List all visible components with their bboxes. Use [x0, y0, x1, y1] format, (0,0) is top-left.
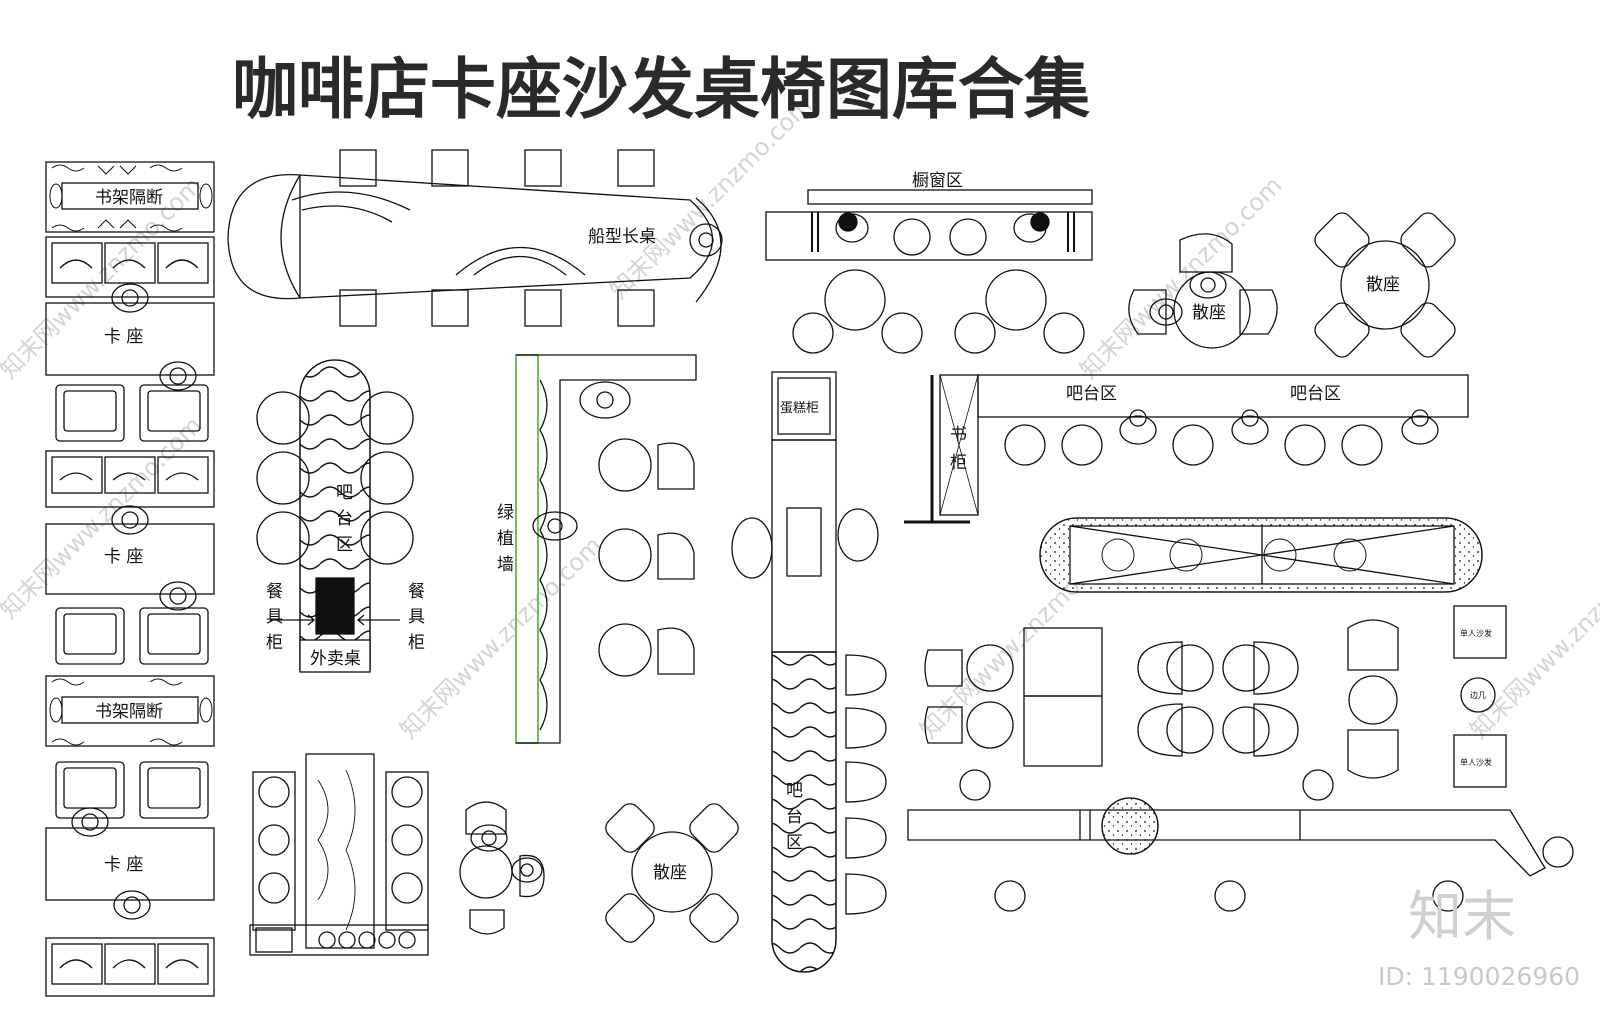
booth-label-2: 卡 座: [104, 547, 143, 567]
bar-center-label: 台: [786, 807, 803, 827]
center-bar: [731, 371, 887, 973]
top-bar-counter: [904, 374, 1469, 524]
planter-box: [1039, 517, 1483, 593]
round-table-duo: [459, 801, 545, 935]
watermark-text: 知末网www.znzmo.com: [0, 411, 207, 624]
green-wall-sofa: [515, 354, 697, 744]
booth-label-3: 卡 座: [104, 855, 143, 875]
takeout-table-label: 外卖桌: [310, 649, 361, 669]
single-sofa-label: 单人沙发: [1460, 757, 1492, 767]
green-wall-label: 植: [497, 529, 514, 549]
armchair-pair: [55, 761, 209, 819]
round-table: [598, 438, 652, 677]
booth-table: [45, 523, 215, 595]
bar-chair: [845, 654, 887, 915]
book-cabinet-label: 柜: [950, 453, 967, 473]
loose-seat-label-1: 散座: [1192, 303, 1226, 323]
sofa-cushions: [45, 937, 215, 997]
watermark-text: 知末网www.znzmo.com: [1074, 171, 1287, 384]
boat-table-label: 船型长桌: [588, 227, 656, 247]
plant-icon: [1101, 538, 1367, 572]
armchair-pair: [55, 384, 209, 442]
bookshelf-label-2: 书架隔断: [95, 702, 163, 722]
sofa-cushions: [45, 236, 215, 298]
bookshelf-partition-2: [45, 675, 215, 747]
tableware-left-label: 柜: [266, 633, 283, 653]
tableware-left-label: 具: [266, 607, 283, 627]
boat-long-table: [227, 149, 723, 327]
tableware-right-label: 具: [408, 607, 425, 627]
bar-top-label-1: 吧台区: [1066, 384, 1117, 404]
window-counter: [765, 189, 1093, 354]
tableware-right-label: 柜: [408, 633, 425, 653]
tableware-right-label: 餐: [408, 582, 425, 602]
green-wall-label: 绿: [497, 503, 514, 523]
single-sofa-label: 单人沙发: [1460, 628, 1492, 638]
stool-square: [339, 149, 655, 327]
watermark-brand: 知末: [1408, 885, 1516, 948]
book-cabinet-label: 书: [950, 425, 967, 445]
bar-left-label: 吧: [336, 483, 353, 503]
loose-seat-group-1: [1128, 233, 1278, 349]
window-area-label: 橱窗区: [912, 171, 963, 191]
person-figure: [71, 807, 151, 920]
bar-table-left: [256, 359, 414, 673]
bar-stool: [256, 391, 414, 565]
person-figure: [111, 283, 197, 391]
tableware-left-label: 餐: [266, 582, 283, 602]
cake-cabinet-label: 蛋糕柜: [780, 401, 819, 416]
bar-left-label: 台: [336, 509, 353, 529]
bar-center-label: 区: [786, 833, 803, 853]
page-title: 咖啡店卡座沙发桌椅图库合集: [232, 51, 1090, 128]
armchair-pair: [55, 607, 209, 665]
bar-left-label: 区: [336, 535, 353, 555]
booth-label-1: 卡 座: [104, 327, 143, 347]
person-figure: [111, 505, 197, 611]
bookshelf-partition-1: [45, 161, 215, 233]
booth-table: [45, 827, 215, 901]
sofa-cushions: [45, 450, 215, 508]
watermark-layer: 知末网www.znzmo.com 知末网www.znzmo.com 知末网www…: [0, 91, 1600, 744]
green-wall-label: 墙: [497, 555, 514, 575]
bar-top-label-2: 吧台区: [1290, 384, 1341, 404]
loose-seat-label-3: 散座: [653, 863, 687, 883]
tub-chair: [657, 442, 695, 675]
watermark-id: ID: 1190026960: [1378, 962, 1580, 991]
bar-center-label: 吧: [786, 781, 803, 801]
dining-cluster: [924, 605, 1507, 801]
bookshelf-label-1: 书架隔断: [95, 188, 163, 208]
long-wood-table: [249, 753, 429, 956]
loose-seat-group-2: [1314, 212, 1456, 358]
side-table-label: 边几: [1470, 690, 1486, 700]
bar-stool: [1004, 424, 1383, 466]
loose-seat-label-2: 散座: [1366, 275, 1400, 295]
person-figure: [1119, 409, 1439, 445]
loose-seat-group-3: [605, 803, 739, 943]
booth-table: [45, 302, 215, 376]
bottom-counter: [907, 797, 1574, 912]
